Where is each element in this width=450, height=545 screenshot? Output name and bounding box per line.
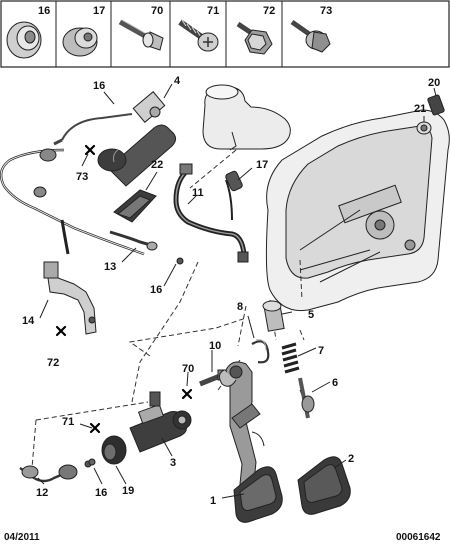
callout-labels: 16 4 73 22 11 17 20 21 13 16 14 72 8 5 7…	[22, 75, 440, 507]
mount-bracket-14	[43, 261, 97, 335]
x-mark-71	[89, 422, 101, 434]
pedal-bracket	[265, 109, 450, 312]
callout-16-mid: 16	[150, 284, 162, 296]
pedal-pad-1	[233, 466, 283, 523]
header-ref-73: 73	[320, 5, 332, 17]
hex-bolt-icon	[236, 21, 273, 55]
leader-lines	[37, 83, 437, 499]
screw-icon	[178, 19, 219, 52]
callout-8: 8	[237, 301, 243, 313]
callout-6: 6	[332, 377, 338, 389]
callout-16-top: 16	[93, 80, 105, 92]
fluid-reservoir	[202, 84, 291, 151]
callout-14: 14	[22, 315, 35, 327]
header-ref-72: 72	[263, 5, 275, 17]
x-mark-70	[181, 388, 193, 400]
bushing-icon	[62, 27, 98, 57]
x-mark-72	[55, 325, 67, 337]
grommet-16-bottom	[88, 458, 96, 466]
footer-code: 00061642	[396, 532, 441, 543]
rod-6	[298, 377, 315, 419]
clutch-pipe-12	[19, 460, 92, 483]
callout-4: 4	[174, 75, 181, 87]
callout-5: 5	[308, 309, 314, 321]
header-ref-70: 70	[151, 5, 163, 17]
callout-70: 70	[182, 363, 194, 375]
clutch-pipe-13	[109, 230, 184, 265]
header-ref-17: 17	[93, 5, 105, 17]
grommet-icon	[6, 21, 42, 59]
callout-7: 7	[318, 345, 324, 357]
clutch-pedal-1	[218, 361, 265, 505]
callout-71: 71	[62, 416, 74, 428]
spring-8	[251, 339, 270, 364]
footer: 04/2011 00061642	[4, 532, 441, 543]
fastener-marks	[55, 144, 193, 434]
callout-73: 73	[76, 171, 88, 183]
callout-20: 20	[428, 77, 440, 89]
bolt-icon	[118, 19, 164, 51]
pedal-rubber-2	[297, 456, 351, 515]
header-ref-71: 71	[207, 5, 219, 17]
callout-19: 19	[122, 485, 134, 497]
callout-22: 22	[151, 159, 163, 171]
callout-11: 11	[192, 187, 204, 199]
boot-19	[101, 435, 127, 465]
seal-21	[416, 121, 432, 135]
header-ref-16: 16	[38, 5, 50, 17]
callout-2: 2	[348, 453, 354, 465]
spring-guide-5	[262, 300, 285, 332]
hose-11	[173, 163, 249, 263]
connector-20	[427, 94, 445, 116]
callout-12: 12	[36, 487, 48, 499]
callout-21: 21	[414, 103, 426, 115]
flange-bolt-icon	[290, 19, 331, 53]
callout-72: 72	[47, 357, 59, 369]
footer-date: 04/2011	[4, 532, 40, 543]
callout-16-bottom: 16	[95, 487, 107, 499]
spring-7	[281, 342, 300, 374]
x-mark-73	[84, 144, 96, 156]
clutch-cylinder-3	[129, 391, 192, 453]
header-parts-strip: 16 17 70 71 72 73	[0, 0, 450, 68]
callout-3: 3	[170, 457, 176, 469]
clip-bracket-22	[113, 189, 157, 223]
clutch-pipe-upper	[0, 113, 145, 256]
callout-10: 10	[209, 340, 221, 352]
callout-13: 13	[104, 261, 116, 273]
master-cylinder	[97, 91, 177, 187]
callout-1: 1	[210, 495, 216, 507]
callout-17: 17	[256, 159, 268, 171]
